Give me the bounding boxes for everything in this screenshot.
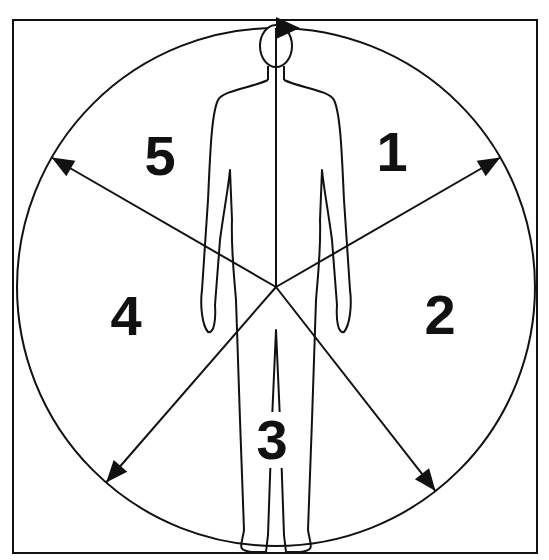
rotation-circle xyxy=(17,28,535,546)
sector-number: 1 xyxy=(376,124,407,180)
arrowheads xyxy=(52,17,501,491)
sector-number: 4 xyxy=(110,288,141,344)
sector-number: 5 xyxy=(144,128,175,184)
sector-number: 2 xyxy=(424,287,455,343)
sector-lines xyxy=(52,28,501,491)
frame-square xyxy=(13,20,537,553)
sector-number: 3 xyxy=(253,412,290,468)
